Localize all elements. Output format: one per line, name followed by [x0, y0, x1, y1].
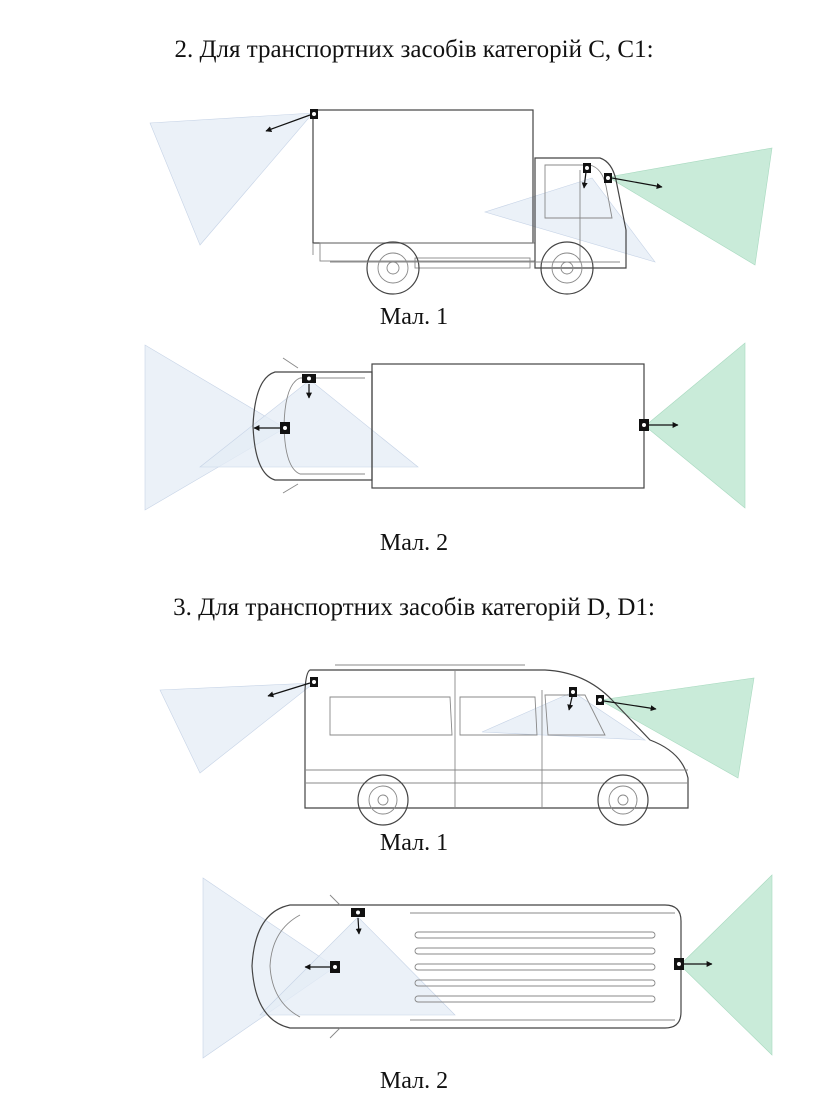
van-body	[304, 669, 689, 809]
arrow-icon	[267, 682, 311, 698]
camera-icon	[583, 163, 591, 173]
front-wheel	[540, 241, 594, 295]
camera-icon	[330, 961, 340, 973]
arrow-icon	[355, 917, 362, 935]
truck-cab	[252, 371, 373, 481]
side-view-cone	[481, 691, 647, 741]
camera-icon	[302, 374, 316, 383]
front-view-cone	[607, 147, 773, 266]
camera-icon	[351, 908, 365, 917]
front-view-cone	[599, 677, 755, 779]
camera-icon	[604, 173, 612, 183]
van-side-view-figure	[159, 664, 755, 826]
cargo-box	[312, 109, 534, 244]
section-d-heading: 3. Для транспортних засобів категорій D,…	[173, 594, 655, 621]
rear-view-cone	[679, 874, 773, 1056]
camera-icon	[569, 687, 577, 697]
figure-1-caption: Мал. 1	[379, 304, 449, 330]
truck-top-view-figure	[144, 342, 746, 511]
arrow-icon	[581, 171, 588, 189]
front-wheel	[597, 774, 649, 826]
arrow-icon	[603, 700, 657, 712]
van-roof	[251, 904, 682, 1029]
rear-wheel	[357, 774, 409, 826]
arrow-icon	[265, 114, 311, 132]
camera-icon	[674, 958, 684, 970]
camera-icon	[639, 419, 649, 431]
figure-1-caption: Мал. 1	[379, 830, 449, 856]
side-view-cone	[144, 344, 286, 511]
roof-rails	[410, 912, 675, 1021]
van-top-view-figure	[202, 874, 773, 1059]
arrow-icon	[611, 177, 663, 189]
rear-wheel	[366, 241, 420, 295]
camera-icon	[310, 677, 318, 687]
rear-view-cone	[159, 682, 315, 774]
cargo-box	[371, 363, 645, 489]
camera-icon	[310, 109, 318, 119]
section-c-heading: 2. Для транспортних засобів категорій С,…	[174, 36, 654, 63]
figure-2-caption: Мал. 2	[379, 1068, 449, 1094]
side-view-cone	[483, 177, 656, 263]
truck-side-view-figure	[149, 109, 773, 295]
rear-view-cone	[644, 342, 746, 509]
figure-2-caption: Мал. 2	[379, 530, 449, 556]
rear-view-cone	[149, 112, 314, 246]
truck-cab	[534, 157, 627, 269]
camera-icon	[596, 695, 604, 705]
arrow-icon	[567, 696, 574, 711]
camera-icon	[280, 422, 290, 434]
